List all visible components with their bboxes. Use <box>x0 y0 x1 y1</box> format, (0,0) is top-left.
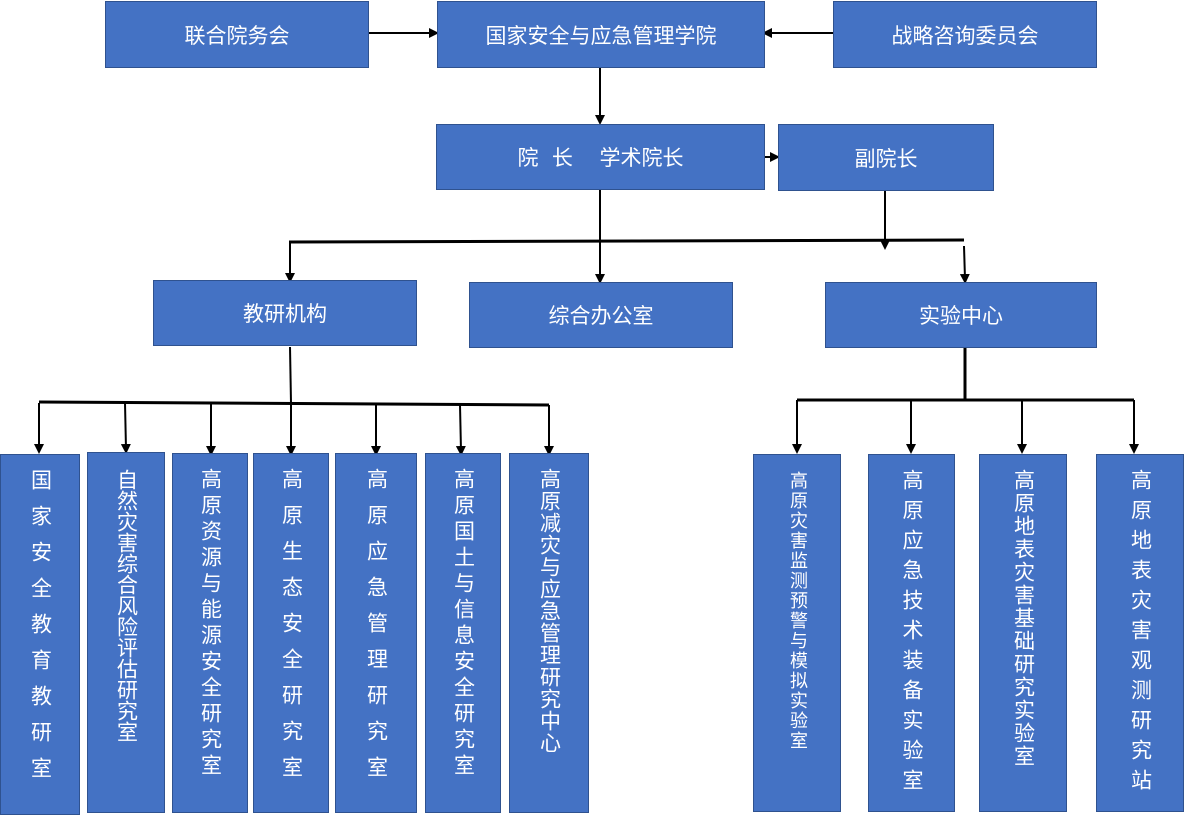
teaching-unit-label: 高原资源与能源安全研究室 <box>198 468 223 780</box>
vice-dean-box: 副院长 <box>778 124 994 191</box>
strategic-committee-label: 战略咨询委员会 <box>891 23 1039 48</box>
dean-label: 院 长 学术院长 <box>517 146 684 170</box>
lab-unit-box: 高原地表灾害基础研究实验室 <box>979 454 1067 812</box>
teaching-unit-label: 高原国土与信息安全研究室 <box>451 468 476 780</box>
teaching-unit-label: 自然灾害综合风险评估研究室 <box>114 469 139 742</box>
teaching-unit-box: 高原生态安全研究室 <box>253 453 329 813</box>
college-label: 国家安全与应急管理学院 <box>485 23 717 48</box>
teaching-unit-label: 高原减灾与应急管理研究中心 <box>537 468 562 754</box>
lab-unit-label: 高原应急技术装备实验室 <box>900 469 924 799</box>
teaching-unit-box: 高原应急管理研究室 <box>335 453 417 813</box>
arrow-teaching-2 <box>120 402 131 454</box>
teaching-research-label: 教研机构 <box>243 302 327 326</box>
teaching-bus <box>38 400 550 407</box>
lab-center-box: 实验中心 <box>825 282 1097 348</box>
college-box: 国家安全与应急管理学院 <box>437 1 765 68</box>
teaching-unit-box: 高原资源与能源安全研究室 <box>172 453 248 813</box>
teaching-unit-box: 高原国土与信息安全研究室 <box>425 453 501 813</box>
general-office-box: 综合办公室 <box>469 282 733 348</box>
teaching-unit-box: 高原减灾与应急管理研究中心 <box>509 453 589 813</box>
lab-unit-label: 高原地表灾害观测研究站 <box>1128 469 1153 799</box>
teaching-unit-box: 国家安全教育教研室 <box>0 454 80 815</box>
teaching-unit-label: 高原生态安全研究室 <box>279 468 304 792</box>
arrow-teaching-6 <box>455 404 466 456</box>
teaching-research-box: 教研机构 <box>153 280 417 346</box>
lab-unit-label: 高原灾害监测预警与模拟实验室 <box>787 471 808 751</box>
lab-unit-label: 高原地表灾害基础研究实验室 <box>1011 469 1036 768</box>
teaching-unit-label: 国家安全教育教研室 <box>28 469 53 793</box>
joint-council-box: 联合院务会 <box>105 1 369 68</box>
lab-unit-box: 高原灾害监测预警与模拟实验室 <box>753 454 841 812</box>
vice-dean-label: 副院长 <box>854 146 918 171</box>
teaching-unit-label: 高原应急管理研究室 <box>364 468 389 792</box>
joint-council-label: 联合院务会 <box>184 23 290 48</box>
teaching-trunk <box>289 346 292 404</box>
bus-departments <box>288 238 965 244</box>
general-office-label: 综合办公室 <box>548 304 654 328</box>
lab-unit-box: 高原应急技术装备实验室 <box>868 454 955 812</box>
teaching-unit-box: 自然灾害综合风险评估研究室 <box>87 452 165 813</box>
lab-center-label: 实验中心 <box>919 304 1003 328</box>
lab-unit-box: 高原地表灾害观测研究站 <box>1096 454 1184 812</box>
dean-box: 院 长 学术院长 <box>436 124 765 190</box>
arrow-to-lab-center <box>959 245 970 284</box>
strategic-committee-box: 战略咨询委员会 <box>833 1 1097 68</box>
